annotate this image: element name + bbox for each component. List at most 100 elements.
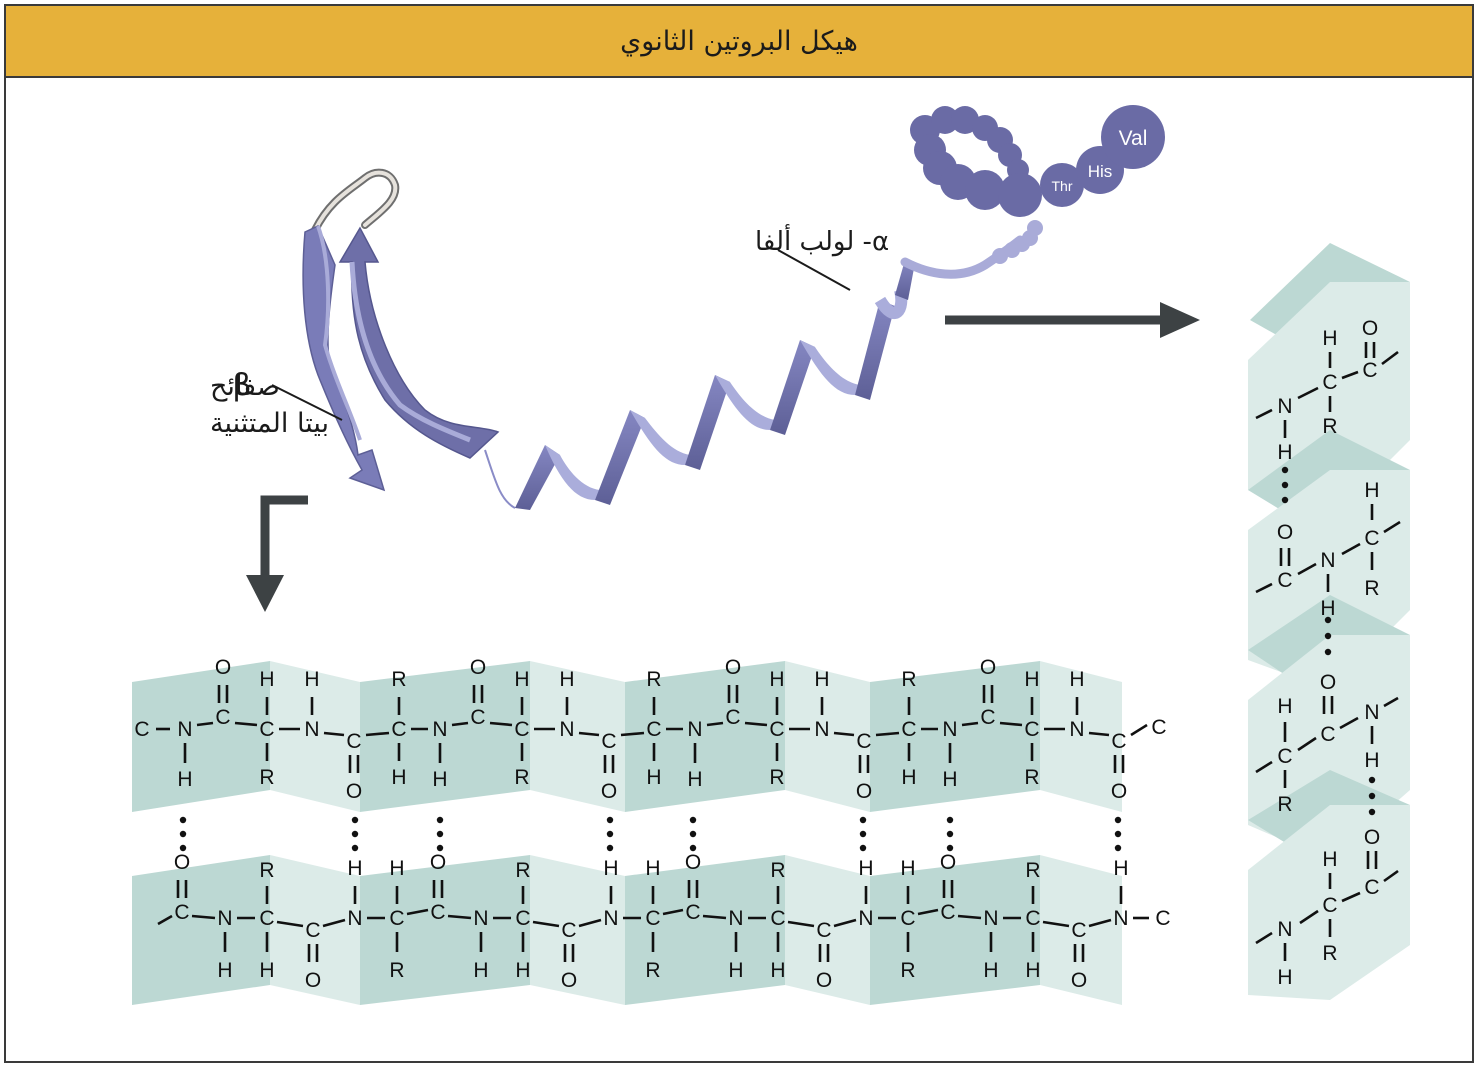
atom-h: H xyxy=(769,668,784,691)
atom-r: R xyxy=(389,959,404,982)
atom-h: H xyxy=(177,768,192,791)
atom-c: C xyxy=(1277,745,1292,768)
bond xyxy=(323,731,345,737)
atom-c: C xyxy=(769,718,784,741)
residue-bead-val: Val xyxy=(1101,105,1165,169)
bond xyxy=(578,918,602,928)
bond xyxy=(191,914,216,920)
bond xyxy=(1297,736,1317,752)
atom-n: N xyxy=(603,907,618,930)
atom-o: O xyxy=(980,656,996,679)
bond xyxy=(1088,918,1112,928)
hydrogen-bond-dot xyxy=(1324,632,1332,640)
alpha-symbol: α xyxy=(872,227,889,257)
hydrogen-bond-dot xyxy=(1281,481,1289,489)
atom-c: C xyxy=(389,907,404,930)
atom-c: C xyxy=(215,706,230,729)
hydrogen-bond-dot xyxy=(1281,466,1289,474)
bond xyxy=(875,731,900,737)
atom-c: C xyxy=(1151,716,1166,739)
hydrogen-bond-dot xyxy=(859,816,867,824)
atom-h: H xyxy=(1113,857,1128,880)
residue-bead-thr: Thr xyxy=(1040,163,1084,207)
atom-n: N xyxy=(1320,549,1335,572)
atom-c: C xyxy=(1071,919,1086,942)
atom-o: O xyxy=(856,780,872,803)
hydrogen-bond-dot xyxy=(436,844,444,852)
atom-h: H xyxy=(687,768,702,791)
bond xyxy=(702,914,727,920)
arrow-to-sheet-structure xyxy=(246,495,308,612)
atom-c: C xyxy=(601,730,616,753)
bond xyxy=(1383,869,1399,883)
atom-n: N xyxy=(177,718,192,741)
svg-text:α- لولب ألفا: α- لولب ألفا xyxy=(755,223,889,257)
hydrogen-bond-dot xyxy=(1324,616,1332,624)
atom-o: O xyxy=(725,656,741,679)
atom-h: H xyxy=(983,959,998,982)
atom-h: H xyxy=(1364,749,1379,772)
atom-c: C xyxy=(1320,723,1335,746)
atom-h: H xyxy=(1277,966,1292,989)
atom-h: H xyxy=(389,857,404,880)
hydrogen-bond-dot xyxy=(351,830,359,838)
bond xyxy=(1383,696,1399,708)
atom-h: H xyxy=(1277,441,1292,464)
atom-c: C xyxy=(1364,876,1379,899)
bond xyxy=(1297,562,1317,576)
residue-val-label: Val xyxy=(1119,127,1148,150)
atom-o: O xyxy=(1362,317,1378,340)
atom-c: C xyxy=(980,706,995,729)
atom-h: H xyxy=(514,668,529,691)
title-bar: هيكل البروتين الثانوي xyxy=(6,6,1472,78)
atom-o: O xyxy=(305,969,321,992)
bond xyxy=(1339,716,1359,730)
atom-c: C xyxy=(391,718,406,741)
atom-h: H xyxy=(814,668,829,691)
atom-n: N xyxy=(347,907,362,930)
atom-h: H xyxy=(900,857,915,880)
bond xyxy=(234,721,258,727)
hydrogen-bond-dot xyxy=(351,816,359,824)
alpha-helix-ribbon xyxy=(484,235,1025,510)
atom-o: O xyxy=(940,851,956,874)
atom-n: N xyxy=(983,907,998,930)
bond xyxy=(489,721,513,727)
atom-c: C xyxy=(1322,371,1337,394)
atom-c: C xyxy=(816,919,831,942)
atom-n: N xyxy=(1277,395,1292,418)
alpha-helix-text: - لولب ألفا xyxy=(755,223,872,257)
bond xyxy=(322,918,346,928)
atom-h: H xyxy=(645,857,660,880)
hydrogen-bond-dot xyxy=(689,830,697,838)
atom-h: H xyxy=(473,959,488,982)
hydrogen-bond-dot xyxy=(946,830,954,838)
atom-n: N xyxy=(217,907,232,930)
atom-n: N xyxy=(728,907,743,930)
atom-c: C xyxy=(515,907,530,930)
atom-o: O xyxy=(174,851,190,874)
bond xyxy=(999,721,1023,727)
atom-o: O xyxy=(685,851,701,874)
bond xyxy=(957,914,982,920)
atom-h: H xyxy=(770,959,785,982)
bond xyxy=(1255,582,1273,594)
residue-his-label: His xyxy=(1088,162,1113,181)
atom-c: C xyxy=(1155,907,1170,930)
beta-sheet-line2: بيتا المتثنية xyxy=(210,408,329,439)
atom-c: C xyxy=(646,718,661,741)
atom-c: C xyxy=(1277,569,1292,592)
atom-n: N xyxy=(1069,718,1084,741)
atom-r: R xyxy=(900,959,915,982)
bond xyxy=(917,908,939,916)
atom-n: N xyxy=(1113,907,1128,930)
atom-c: C xyxy=(1362,359,1377,382)
beta-sheet-bottom-strand-panels xyxy=(132,855,1122,1005)
bond xyxy=(1088,731,1110,737)
atom-h: H xyxy=(1322,327,1337,350)
atom-h: H xyxy=(728,959,743,982)
atom-o: O xyxy=(346,780,362,803)
atom-n: N xyxy=(858,907,873,930)
atom-n: N xyxy=(432,718,447,741)
